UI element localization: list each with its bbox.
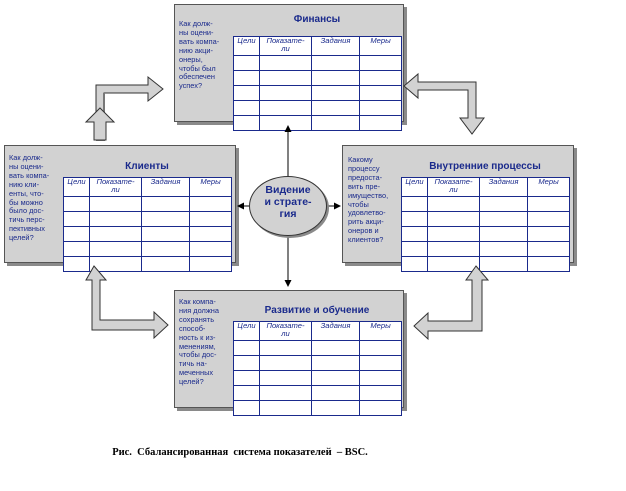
block-arrow-internal-learning — [413, 265, 490, 341]
internal-processes-question: Какому процессу предоста- вить пре- имущ… — [348, 155, 389, 245]
customers-panel: Как долж- ны оцени- вать компа- нию кли-… — [4, 145, 236, 272]
figure-caption: Рис. Сбалансированная система показателе… — [112, 447, 368, 458]
learning-growth-panel: Как компа- ния должна сохранять способ- … — [174, 290, 404, 416]
learning-growth-question: Как компа- ния должна сохранять способ- … — [179, 297, 219, 387]
internal-processes-panel: Какому процессу предоста- вить пре- имущ… — [342, 145, 574, 272]
finance-title: Финансы — [293, 14, 341, 25]
internal-processes-title: Внутренние процессы — [429, 161, 541, 172]
learning-growth-title: Развитие и обучение — [264, 305, 370, 316]
block-arrow-finance-internal — [403, 72, 485, 135]
vision-strategy-ellipse — [249, 176, 327, 236]
block-arrow-customers-learning — [85, 265, 169, 340]
finance-panel: Как долж- ны оцени- вать компа- нию акци… — [174, 4, 404, 131]
customers-title: Клиенты — [125, 161, 169, 172]
finance-question: Как долж- ны оцени- вать компа- нию акци… — [179, 19, 220, 91]
customers-question: Как долж- ны оцени- вать компа- нию кли-… — [9, 153, 50, 243]
block-arrow-up-head — [84, 107, 116, 141]
vision-strategy-label: Видение и страте- гия — [264, 184, 312, 220]
